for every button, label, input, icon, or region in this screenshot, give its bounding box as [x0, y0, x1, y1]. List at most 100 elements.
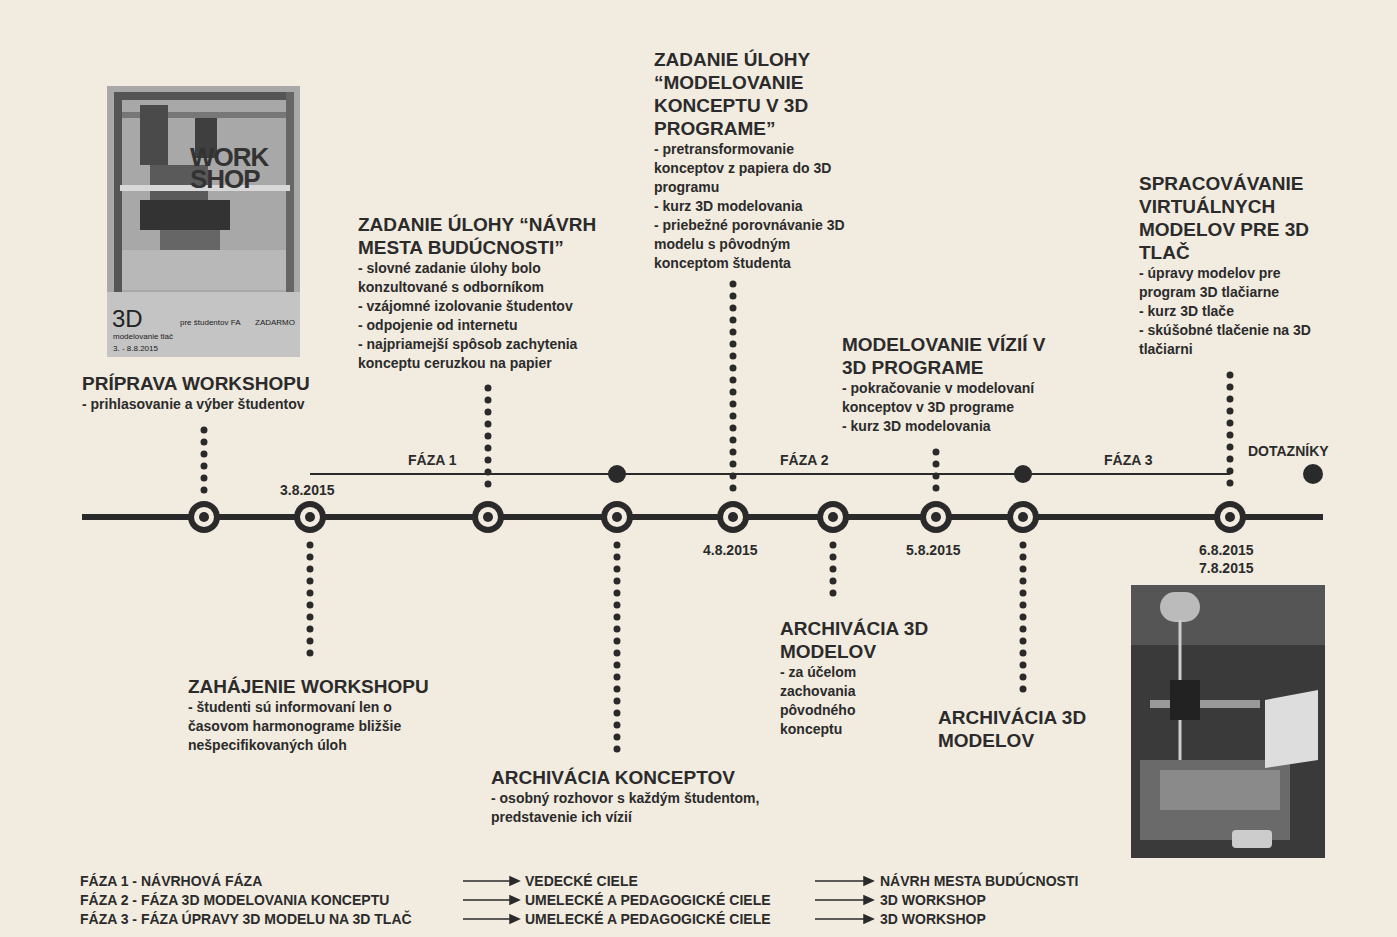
printer-photo	[1131, 585, 1325, 858]
workshop-poster	[107, 86, 300, 357]
text-group: 6.8.20157.8.2015	[1199, 541, 1289, 577]
table-cell: FÁZA 3 - FÁZA ÚPRAVY 3D MODELU NA 3D TLA…	[80, 910, 460, 928]
table-arrows	[463, 880, 512, 882]
timeline-marker	[817, 501, 849, 533]
event-note: - úpravy modelov pre program 3D tlačiarn…	[1139, 264, 1339, 302]
table-arrows	[463, 918, 512, 920]
dotted-leaders	[485, 388, 492, 492]
dotted-leaders	[730, 284, 737, 492]
text-group: 3. - 8.8.2015	[113, 344, 173, 354]
table-cell: FÁZA 1 - NÁVRHOVÁ FÁZA	[80, 872, 460, 890]
event-note: - najpriamejší spôsob zachytenia koncept…	[358, 335, 618, 373]
timeline-marker	[194, 507, 214, 527]
workshop-poster	[160, 230, 220, 250]
printer-photo	[1131, 585, 1325, 858]
timeline-marker	[305, 512, 315, 522]
phase-label: FÁZA 1	[408, 451, 488, 469]
date-label: 7.8.2015	[1199, 559, 1289, 577]
text-group: FÁZA 1 - NÁVRHOVÁ FÁZA	[80, 872, 460, 890]
dotted-leaders	[1227, 375, 1234, 492]
date-label: 4.8.2015	[703, 541, 793, 559]
poster-title: WORK SHOP	[190, 146, 280, 190]
text-group: ZADANIE ÚLOHY “MODELOVANIE KONCEPTU V 3D…	[654, 48, 859, 273]
poster-text: modelovanie tlač	[113, 332, 173, 342]
timeline-marker	[1214, 501, 1246, 533]
table-arrows	[864, 877, 873, 885]
text-group: 5.8.2015	[906, 541, 996, 559]
timeline-marker	[1013, 507, 1033, 527]
dotted-leaders	[201, 430, 208, 492]
event-heading: ARCHIVÁCIA KONCEPTOV	[491, 766, 791, 789]
table-arrows	[510, 896, 519, 904]
poster-text: 3D	[112, 307, 152, 331]
text-group: UMELECKÉ A PEDAGOGICKÉ CIELE	[525, 891, 815, 909]
dotted-leaders	[307, 545, 314, 655]
event-heading: ZADANIE ÚLOHY “MODELOVANIE KONCEPTU V 3D…	[654, 48, 832, 140]
timeline-marker	[607, 507, 627, 527]
printer-photo	[1170, 680, 1200, 720]
text-group: VEDECKÉ CIELE	[525, 872, 815, 890]
printer-photo	[1140, 760, 1290, 840]
event-note: - prihlasovanie a výber študentov	[82, 395, 402, 414]
event-note: - priebežné porovnávanie 3D modelu s pôv…	[654, 216, 859, 273]
table-cell: UMELECKÉ A PEDAGOGICKÉ CIELE	[525, 891, 815, 909]
table-arrows	[815, 880, 866, 882]
event-heading: SPRACOVÁVANIE VIRTUÁLNYCH MODELOV PRE 3D…	[1139, 172, 1319, 264]
dotted-leaders	[614, 545, 621, 755]
text-group: FÁZA 1	[408, 451, 488, 469]
timeline-marker	[601, 501, 633, 533]
text-group: ARCHIVÁCIA 3D MODELOV	[938, 706, 1113, 752]
text-group: ZAHÁJENIE WORKSHOPU- študenti sú informo…	[188, 675, 488, 755]
table-arrows	[815, 918, 866, 920]
text-group: DOTAZNÍKY	[1248, 442, 1368, 460]
timeline-marker	[723, 507, 743, 527]
event-note: - za účelom zachovania pôvodného koncept…	[780, 663, 890, 739]
event-note: - kurz 3D tlače	[1139, 302, 1339, 321]
timeline-marker	[728, 512, 738, 522]
text-group: ARCHIVÁCIA KONCEPTOV- osobný rozhovor s …	[491, 766, 791, 827]
printer-photo	[1265, 690, 1318, 768]
event-note: - kurz 3D modelovania	[842, 417, 1072, 436]
timeline-marker	[717, 501, 749, 533]
table-cell: UMELECKÉ A PEDAGOGICKÉ CIELE	[525, 910, 815, 928]
event-note: - osobný rozhovor s každým študentom, pr…	[491, 789, 761, 827]
timeline-marker	[1018, 512, 1028, 522]
table-arrows	[510, 877, 519, 885]
text-group: ARCHIVÁCIA 3D MODELOV- za účelom zachova…	[780, 617, 930, 739]
text-group: PRÍPRAVA WORKSHOPU- prihlasovanie a výbe…	[82, 372, 402, 414]
timeline-marker	[472, 501, 504, 533]
event-note: - pretransformovanie konceptov z papiera…	[654, 140, 859, 197]
event-heading: ARCHIVÁCIA 3D MODELOV	[938, 706, 1113, 752]
event-note: - vzájomné izolovanie študentov	[358, 297, 618, 316]
text-group: modelovanie tlač	[113, 332, 173, 342]
timeline-marker	[300, 507, 320, 527]
phase-dot	[1014, 465, 1032, 483]
printer-photo	[1150, 700, 1260, 708]
event-note: - slovné zadanie úlohy bolo konzultované…	[358, 259, 618, 297]
poster-text: 3. - 8.8.2015	[113, 344, 173, 354]
workshop-poster	[114, 92, 294, 100]
dotted-leaders	[1020, 545, 1027, 695]
timeline-marker	[1007, 501, 1039, 533]
timeline-marker	[483, 512, 493, 522]
event-note: - študenti sú informovaní len o časovom …	[188, 698, 438, 755]
event-note: - pokračovanie v modelovaní konceptov v …	[842, 379, 1072, 417]
timeline-marker	[294, 501, 326, 533]
event-heading: ARCHIVÁCIA 3D MODELOV	[780, 617, 930, 663]
timeline-marker	[926, 507, 946, 527]
printer-photo	[1131, 585, 1325, 645]
text-group: SPRACOVÁVANIE VIRTUÁLNYCH MODELOV PRE 3D…	[1139, 172, 1339, 359]
text-group: FÁZA 3 - FÁZA ÚPRAVY 3D MODELU NA 3D TLA…	[80, 910, 460, 928]
phase-dot	[608, 465, 626, 483]
timeline-marker	[1220, 507, 1240, 527]
text-group: 4.8.2015	[703, 541, 793, 559]
text-group: 3D WORKSHOP	[880, 891, 1180, 909]
workshop-poster	[107, 86, 300, 357]
workshop-poster	[286, 92, 294, 292]
timeline-marker	[920, 501, 952, 533]
text-group: pre študentov FA	[180, 318, 250, 328]
event-heading: ZAHÁJENIE WORKSHOPU	[188, 675, 488, 698]
phase-label: FÁZA 2	[780, 451, 860, 469]
timeline-marker	[188, 501, 220, 533]
printer-photo	[1160, 592, 1200, 622]
